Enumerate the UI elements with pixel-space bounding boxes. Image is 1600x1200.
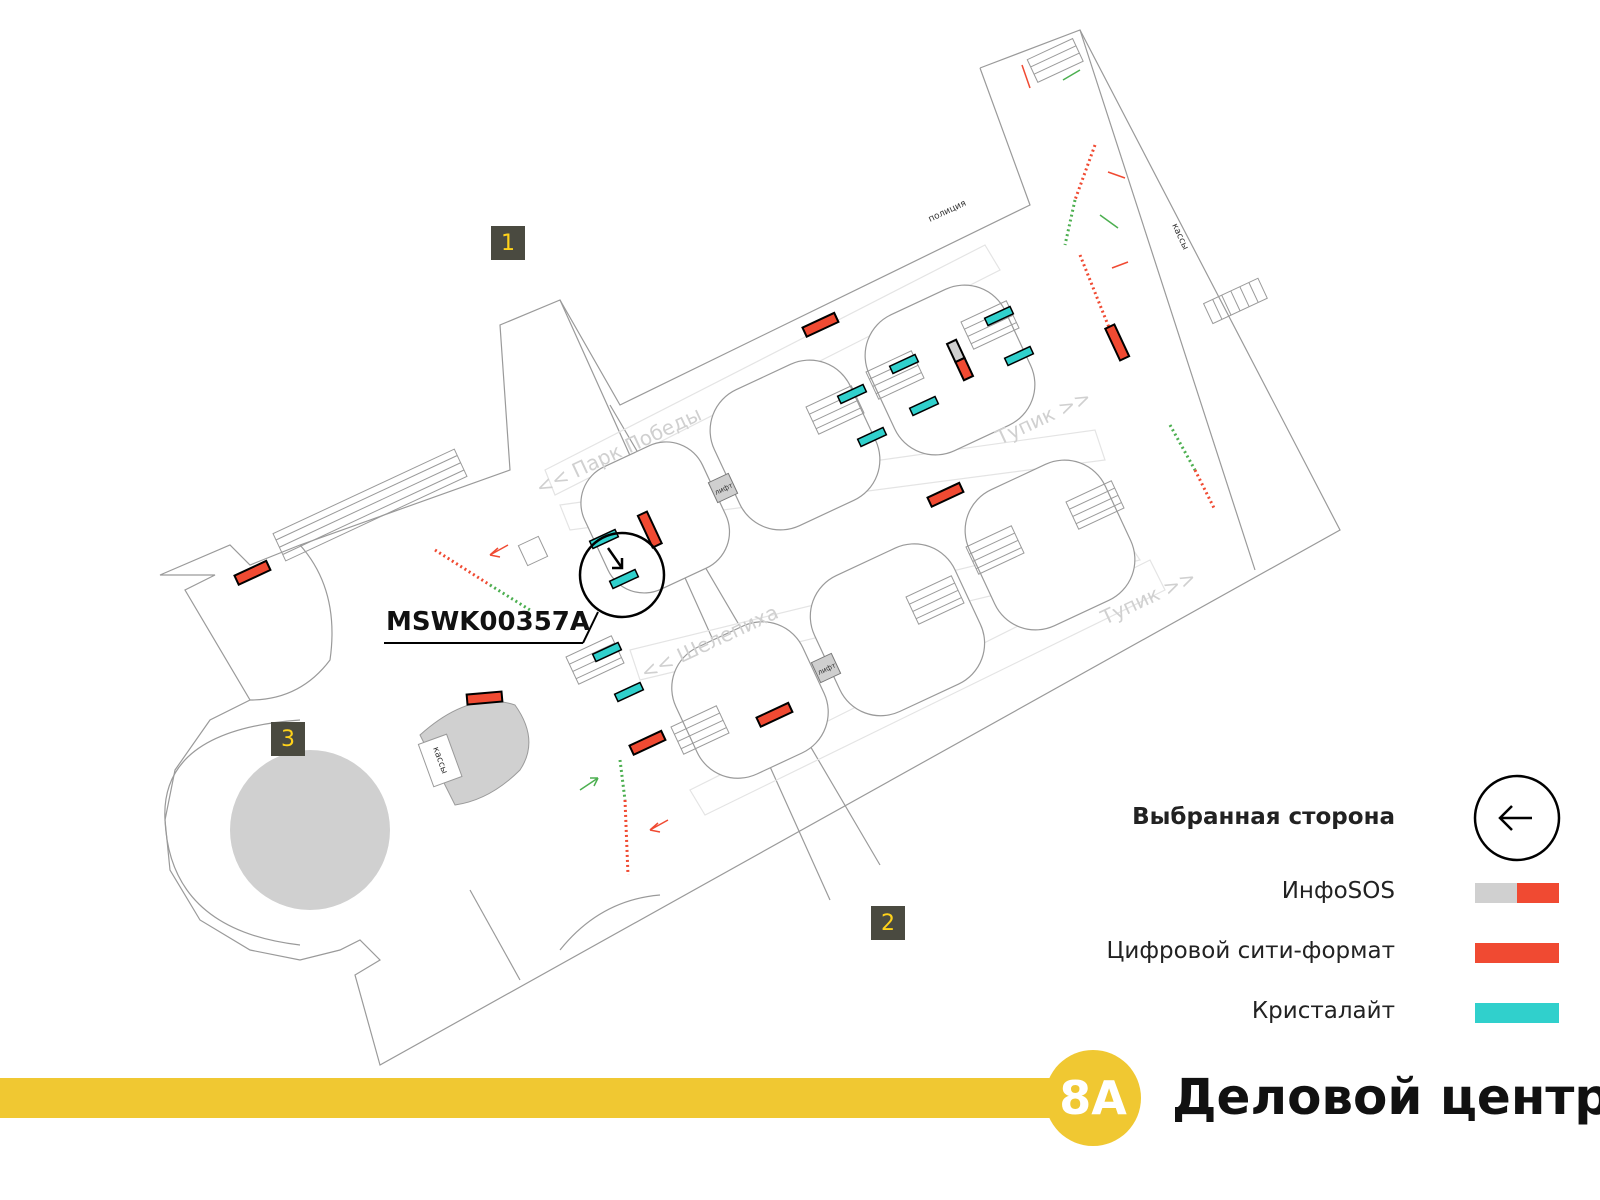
- escalators: [272, 37, 1268, 755]
- digital-panel: [465, 690, 504, 706]
- station-name: Деловой центр: [1172, 1068, 1600, 1126]
- infosos-swatch-red: [1517, 883, 1559, 903]
- digital-panel: [628, 729, 667, 757]
- digital-city-swatch: [1475, 943, 1559, 963]
- round-lobby-wall: [164, 719, 301, 946]
- exit-1-badge: 1: [491, 226, 525, 260]
- selected-device-marker: [384, 531, 666, 644]
- infosos-device: [945, 338, 975, 382]
- elevator-1: [707, 472, 739, 504]
- infosos-swatch-gray: [1475, 883, 1517, 903]
- digital-panel: [926, 481, 965, 509]
- legend-crystallight: Кристалайт: [1251, 998, 1395, 1024]
- police-label: полиция: [927, 199, 968, 225]
- elevator-2: [810, 652, 842, 684]
- crystallight-swatch: [1475, 1003, 1559, 1023]
- utility-box: [517, 535, 549, 567]
- legend-digital-city: Цифровой сити-формат: [1106, 938, 1395, 964]
- flow-arrows: [489, 64, 1129, 833]
- digital-city-panels: [233, 311, 1131, 757]
- legend-selected-side: Выбранная сторона: [1132, 804, 1395, 830]
- line-number-badge: 8А: [1045, 1050, 1141, 1146]
- digital-panel: [801, 311, 840, 339]
- legend-infosos: ИнфоSOS: [1281, 878, 1395, 904]
- cashier-booth: [417, 733, 463, 788]
- concourse-islands: [580, 284, 1136, 779]
- digital-panel: [233, 559, 272, 587]
- selected-device-id: MSWK00357A: [386, 607, 591, 637]
- digital-panel: [755, 701, 794, 729]
- selected-side-symbol: [1473, 774, 1561, 862]
- exit-3-badge: 3: [271, 722, 305, 756]
- station-outline: [159, 29, 1341, 1066]
- turnstile-lines: [434, 144, 1217, 876]
- platform-tracks: [544, 244, 1166, 816]
- line-color-band: [0, 1078, 1080, 1118]
- round-lobby-core: [230, 750, 390, 910]
- exit-2-badge: 2: [871, 906, 905, 940]
- digital-panel: [636, 510, 664, 549]
- digital-panel: [1103, 323, 1131, 362]
